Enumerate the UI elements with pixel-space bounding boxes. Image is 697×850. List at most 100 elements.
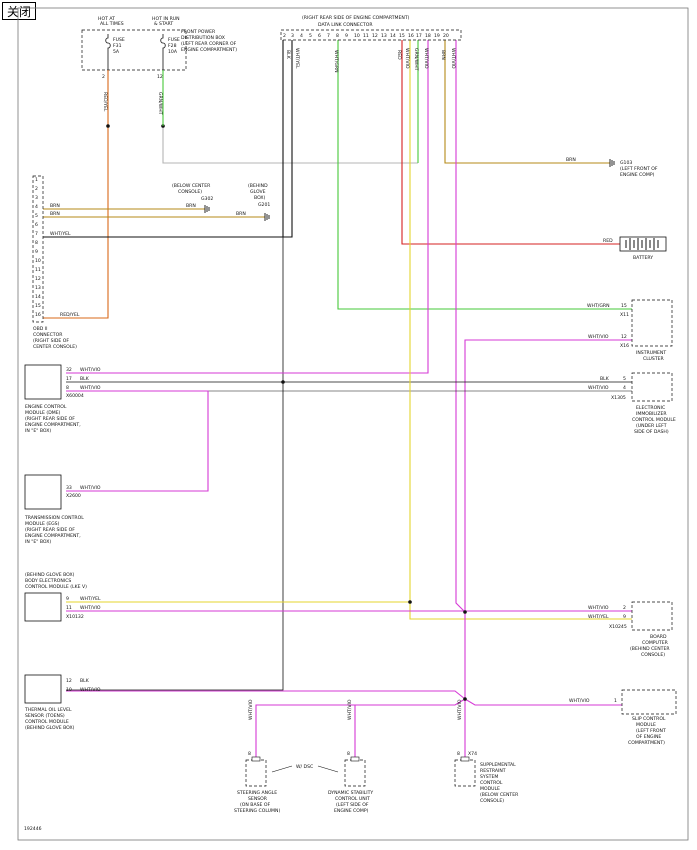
svg-text:HOT AT: HOT AT xyxy=(98,16,115,22)
wire-blk-obd xyxy=(40,38,293,238)
svg-text:ALL TIMES: ALL TIMES xyxy=(100,21,124,27)
svg-text:ENGINE COMP): ENGINE COMP) xyxy=(334,808,369,814)
svg-text:(LEFT FRONT: (LEFT FRONT xyxy=(636,728,666,734)
obd-pin-label: 2 xyxy=(35,186,38,192)
svg-text:WHT/VIO: WHT/VIO xyxy=(80,385,101,391)
svg-text:(BELOW CENTER: (BELOW CENTER xyxy=(172,183,211,189)
close-button[interactable]: 关闭 xyxy=(2,2,36,20)
svg-text:X60004: X60004 xyxy=(66,393,84,399)
svg-text:4: 4 xyxy=(623,385,626,391)
svg-text:CONTROL MODULE: CONTROL MODULE xyxy=(632,417,676,423)
wire-wht-vio-ecm xyxy=(66,38,429,374)
svg-text:WHT/YEL: WHT/YEL xyxy=(50,231,71,237)
dlc-pin-label: 16 xyxy=(408,33,414,39)
dlc-pin-label: 11 xyxy=(363,33,369,39)
svg-text:(LEFT REAR CORNER OF: (LEFT REAR CORNER OF xyxy=(181,41,237,47)
obd-pin-label: 14 xyxy=(35,294,41,300)
svg-text:(RIGHT REAR SIDE OF: (RIGHT REAR SIDE OF xyxy=(25,527,75,533)
svg-text:GRN/WHT: GRN/WHT xyxy=(413,48,419,71)
svg-text:IMMOBILIZER: IMMOBILIZER xyxy=(636,411,667,417)
svg-text:GRN/WHT: GRN/WHT xyxy=(157,92,163,115)
dlc-pin-label: 13 xyxy=(381,33,387,39)
dlc-pin-label: 7 xyxy=(327,33,330,39)
svg-text:CLUSTER: CLUSTER xyxy=(643,356,665,362)
svg-text:ENGINE COMPARTMENT): ENGINE COMPARTMENT) xyxy=(181,47,237,53)
svg-text:CONTROL MODULE (LKE V): CONTROL MODULE (LKE V) xyxy=(25,584,87,590)
diagram-frame xyxy=(17,7,689,841)
ground-icon xyxy=(264,213,270,221)
svg-text:WHT/VIO: WHT/VIO xyxy=(457,699,463,720)
slip-control-module: WHT/VIO 1 SLIP CONTROL MODULE (LEFT FRON… xyxy=(569,689,677,746)
svg-text:STEERING COLUMN): STEERING COLUMN) xyxy=(234,808,280,814)
svg-text:X10132: X10132 xyxy=(66,614,84,620)
svg-text:5: 5 xyxy=(623,376,626,382)
svg-text:(LEFT SIDE OF: (LEFT SIDE OF xyxy=(336,802,369,808)
svg-text:1: 1 xyxy=(614,698,617,704)
svg-text:BRN: BRN xyxy=(566,157,576,163)
svg-text:MODULE: MODULE xyxy=(636,722,656,728)
obd-pin-label: 16 xyxy=(35,312,41,318)
svg-text:33: 33 xyxy=(66,485,72,491)
svg-text:G103: G103 xyxy=(620,160,632,166)
dlc-pin-label: 5 xyxy=(309,33,312,39)
svg-text:BODY ELECTRONICS: BODY ELECTRONICS xyxy=(25,578,71,584)
svg-text:IN "E" BOX): IN "E" BOX) xyxy=(25,539,51,545)
svg-text:RESTRAINT: RESTRAINT xyxy=(480,768,506,774)
svg-text:HOT IN RUN: HOT IN RUN xyxy=(152,16,180,22)
splice-dot xyxy=(106,124,110,128)
svg-text:RED/YEL: RED/YEL xyxy=(60,312,80,318)
ground-g103: BRN G103 (LEFT FRONT OF ENGINE COMP) xyxy=(566,157,658,178)
svg-text:CONTROL UNIT: CONTROL UNIT xyxy=(335,796,370,802)
svg-text:FUSE: FUSE xyxy=(113,37,125,43)
svg-text:10: 10 xyxy=(66,687,72,693)
svg-text:COMPARTMENT): COMPARTMENT) xyxy=(628,740,665,746)
dlc-pin-label: 4 xyxy=(300,33,303,39)
wire-wht-yel-gm xyxy=(66,38,411,603)
svg-text:12: 12 xyxy=(157,74,163,80)
svg-text:9: 9 xyxy=(66,596,69,602)
figure-id: 192446 xyxy=(24,826,42,832)
svg-text:BRN: BRN xyxy=(50,203,60,209)
dlc-pin-label: 15 xyxy=(399,33,405,39)
svg-text:BRN: BRN xyxy=(440,50,446,60)
svg-text:MODULE (EGS): MODULE (EGS) xyxy=(25,521,60,527)
svg-text:ENGINE CONTROL: ENGINE CONTROL xyxy=(25,404,67,410)
dlc-pin-label: 19 xyxy=(434,33,440,39)
svg-text:17: 17 xyxy=(66,376,72,382)
wire-brn-g103 xyxy=(444,38,610,164)
svg-text:BLK: BLK xyxy=(80,678,90,684)
obd-pin-label: 9 xyxy=(35,249,38,255)
svg-text:(RIGHT REAR SIDE OF ENGINE COM: (RIGHT REAR SIDE OF ENGINE COMPARTMENT) xyxy=(302,15,410,21)
svg-text:WHT/VIO: WHT/VIO xyxy=(80,687,101,693)
wires xyxy=(40,38,632,758)
svg-text:(ON BASE OF: (ON BASE OF xyxy=(240,802,270,808)
svg-text:WHT/VIO: WHT/VIO xyxy=(588,334,609,340)
svg-text:RED/YEL: RED/YEL xyxy=(102,92,108,112)
svg-text:SLIP CONTROL: SLIP CONTROL xyxy=(632,716,666,722)
svg-text:BOX): BOX) xyxy=(254,195,266,201)
dynamic-stability-control: WHT/VIO 8 DYNAMIC STABILITY CONTROL UNIT… xyxy=(328,699,373,814)
dlc-pin-label: 20 xyxy=(443,33,449,39)
svg-text:SIDE OF DASH): SIDE OF DASH) xyxy=(634,429,669,435)
svg-text:THERMAL OIL LEVEL: THERMAL OIL LEVEL xyxy=(24,707,72,713)
tcm: 33 WHT/VIO X2600 TRANSMISSION CONTROL MO… xyxy=(24,474,101,545)
svg-text:SENSOR: SENSOR xyxy=(248,796,268,802)
svg-text:WHT/YEL: WHT/YEL xyxy=(80,596,101,602)
dlc-pin-label: 17 xyxy=(416,33,422,39)
svg-text:2: 2 xyxy=(623,605,626,611)
svg-text:X11: X11 xyxy=(620,312,629,318)
svg-text:2: 2 xyxy=(102,74,105,80)
obd-pin-label: 1 xyxy=(35,177,38,183)
svg-text:BATTERY: BATTERY xyxy=(633,255,653,261)
svg-text:WHT/YEL: WHT/YEL xyxy=(588,614,609,620)
svg-text:INSTRUMENT: INSTRUMENT xyxy=(636,350,666,356)
svg-text:F28: F28 xyxy=(168,43,177,49)
wire-red-battery xyxy=(401,38,620,245)
svg-text:SUPPLEMENTAL: SUPPLEMENTAL xyxy=(480,762,516,768)
svg-text:8: 8 xyxy=(248,751,251,757)
immobilizer-module: BLK 5 WHT/VIO 4 X1305 ELECTRONIC IMMOBIL… xyxy=(588,372,676,435)
fuse-box: HOT AT ALL TIMES HOT IN RUN & START FUSE… xyxy=(81,16,237,80)
svg-text:(BELOW CENTER: (BELOW CENTER xyxy=(480,792,519,798)
svg-text:(BEHIND: (BEHIND xyxy=(248,183,268,189)
